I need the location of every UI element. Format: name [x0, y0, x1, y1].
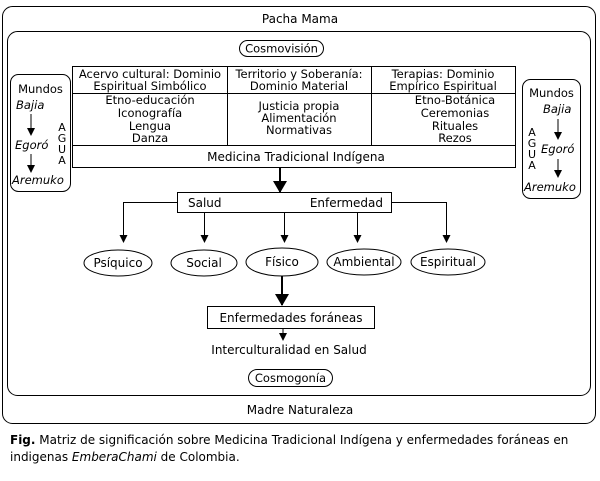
matrix-item: Danza: [132, 131, 168, 145]
right-level-bajia: Bajia: [543, 102, 571, 116]
left-worlds-title: Mundos: [18, 82, 63, 96]
matrix-item: Rezos: [438, 131, 472, 145]
diagram: Pacha Mama Madre Naturaleza Cosmovisión …: [2, 6, 596, 424]
foreign-diseases-label: Enfermedades foráneas: [219, 311, 362, 325]
dimension-psiquico-label: Psíquico: [93, 256, 142, 270]
left-water-letter: A: [58, 121, 66, 134]
cosmogonia-pill: [248, 369, 333, 387]
left-level-egoro: Egoró: [15, 138, 48, 152]
dimension-espiritual-label: Espiritual: [420, 255, 476, 269]
madre-naturaleza-label: Madre Naturaleza: [247, 403, 354, 417]
left-worlds-box: Mundos Bajia Egoró Aremuko A G U A: [10, 74, 71, 192]
right-water-letter: G: [528, 137, 537, 150]
caption-text-end: de Colombia.: [156, 450, 240, 464]
dimension-ambiental-label: Ambiental: [333, 255, 394, 269]
right-water-letter: A: [528, 159, 536, 172]
matrix-item: Normativas: [266, 123, 332, 137]
figure-caption: Fig. Matriz de significación sobre Medic…: [10, 432, 590, 466]
matrix-item: Ceremonias: [421, 106, 489, 120]
right-level-egoro: Egoró: [541, 142, 574, 156]
cosmogonia-label: Cosmogonía: [255, 371, 326, 385]
matrix-item: Iconografía: [118, 106, 182, 120]
salud-label: Salud: [188, 196, 222, 210]
foreign-diseases-box: [207, 306, 375, 329]
pacha-mama-label: Pacha Mama: [262, 12, 338, 26]
dimension-social-label: Social: [186, 256, 222, 270]
right-level-aremuko: Aremuko: [523, 180, 576, 194]
matrix-header: Dominio Material: [250, 79, 348, 93]
dimension-fisico-label: Físico: [265, 255, 299, 269]
matrix-header: Terapias: Dominio: [391, 67, 495, 81]
interculturality-label: Interculturalidad en Salud: [211, 343, 366, 357]
right-water-letter: A: [528, 126, 536, 139]
matrix-item: Lengua: [129, 119, 171, 133]
left-water-letter: U: [58, 143, 66, 156]
matrix-item: Justicia propia: [258, 99, 340, 113]
dimension-psiquico-ellipse: [83, 249, 153, 277]
cosmovision-label: Cosmovisión: [245, 42, 318, 56]
medicina-tradicional-label: Medicina Tradicional Indígena: [207, 150, 385, 164]
dimension-connectors: [119, 202, 451, 243]
matrix-table: Acervo cultural: Dominio Espiritual Simb…: [72, 66, 516, 168]
matrix-header: Territorio y Soberanía:: [234, 67, 362, 81]
dimension-espiritual-ellipse: [410, 248, 486, 276]
caption-label: Fig.: [10, 433, 36, 447]
left-level-bajia: Bajia: [16, 98, 44, 112]
dimension-social-ellipse: [170, 249, 238, 277]
matrix-item: Alimentación: [261, 111, 336, 125]
left-level-aremuko: Aremuko: [11, 173, 64, 187]
cosmovision-pill: [239, 40, 324, 57]
right-worlds-box: Mundos Bajia Egoró Aremuko A G U A: [522, 79, 581, 199]
caption-text: Matriz de significación sobre Medicina T…: [10, 433, 569, 464]
left-water-letter: A: [58, 154, 66, 167]
matrix-item: Rituales: [432, 119, 478, 133]
matrix-item: Etno-Botánica: [415, 93, 495, 107]
right-worlds-title: Mundos: [529, 86, 574, 100]
matrix-header: Espiritual Simbólico: [93, 79, 206, 93]
caption-italic-text: EmberaChami: [71, 450, 157, 464]
matrix-header: Acervo cultural: Dominio: [79, 67, 221, 81]
right-water-letter: U: [528, 148, 536, 161]
matrix-item: Etno-educación: [105, 93, 194, 107]
dimension-ambiental-ellipse: [326, 248, 402, 276]
enfermedad-label: Enfermedad: [310, 196, 383, 210]
left-water-letter: G: [58, 132, 67, 145]
matrix-header: Empírico Espiritual: [389, 79, 497, 93]
